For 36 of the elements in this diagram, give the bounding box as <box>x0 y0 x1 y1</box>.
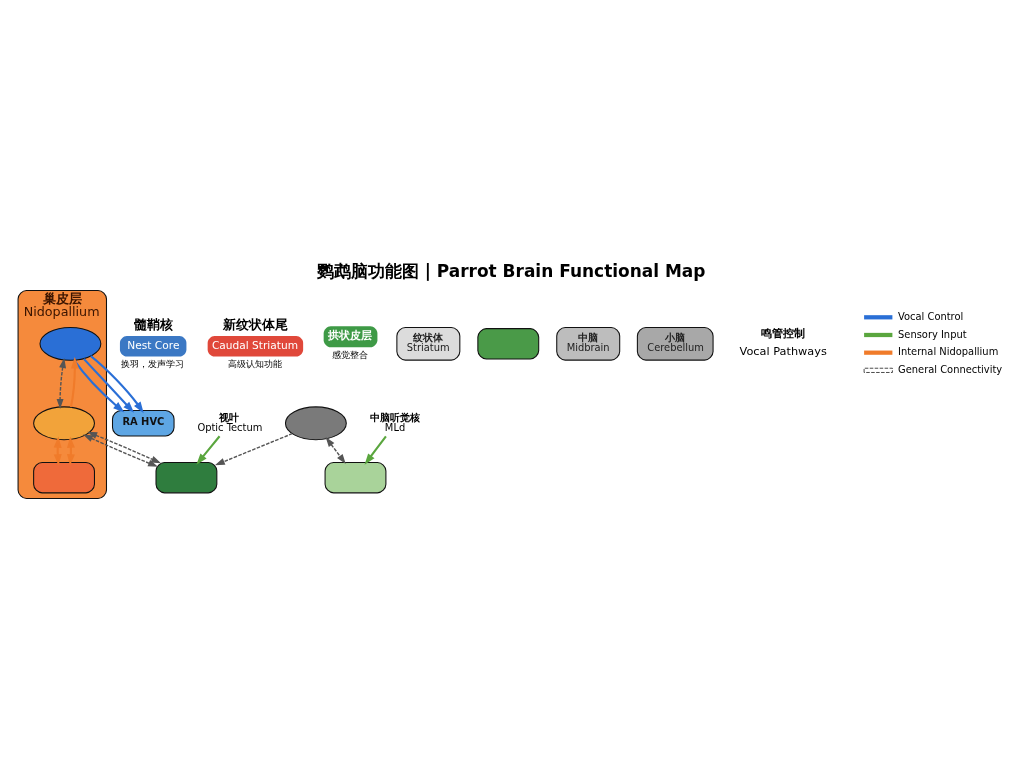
legend-label: Internal Nidopallium <box>898 346 999 358</box>
node-text: 视叶 Optic Tectum <box>197 411 263 433</box>
node-box: Caudal Striatum <box>207 336 304 357</box>
arrow <box>69 357 79 408</box>
arrow <box>90 355 144 414</box>
node-box: Nest Core <box>119 336 187 357</box>
node-box: 纹状体 Striatum <box>396 327 461 361</box>
node-label: 高级认知功能 <box>228 357 283 369</box>
legend-label: Sensory Input <box>898 328 967 340</box>
node-label: 换羽，发声学习 <box>121 357 185 369</box>
arrow <box>325 437 346 464</box>
node-box: 拱状皮层 <box>323 326 378 348</box>
legend-label: General Connectivity <box>898 363 1003 375</box>
arrow <box>214 433 293 466</box>
node-label: 新纹状体尾 <box>223 316 289 332</box>
node-box: RA HVC <box>111 410 175 437</box>
arrow <box>56 358 67 409</box>
arrow <box>364 435 387 465</box>
node-box: 小脑 Cerebellum <box>636 327 714 361</box>
legend-label: Vocal Control <box>898 310 964 322</box>
node-ellipse <box>39 326 102 361</box>
arrow <box>83 358 135 413</box>
node-box: 中脑 Midbrain <box>556 327 621 361</box>
label: 鸣管控制 <box>760 327 805 341</box>
node-circle <box>284 406 347 441</box>
node-region <box>155 461 218 494</box>
label: Vocal Pathways <box>739 345 827 358</box>
diagram-title: 鹦鹉脑功能图 | Parrot Brain Functional Map <box>316 260 706 281</box>
node-region <box>477 328 540 360</box>
node-label: 感觉整合 <box>332 348 369 360</box>
arrow <box>196 435 221 465</box>
node-band <box>33 461 95 494</box>
cluster: 巢皮层 Nidopallium <box>17 290 107 500</box>
node-region <box>324 461 387 494</box>
node-label: 髓鞘核 <box>133 316 173 332</box>
node-text: 中脑听觉核 MLd <box>369 411 420 433</box>
